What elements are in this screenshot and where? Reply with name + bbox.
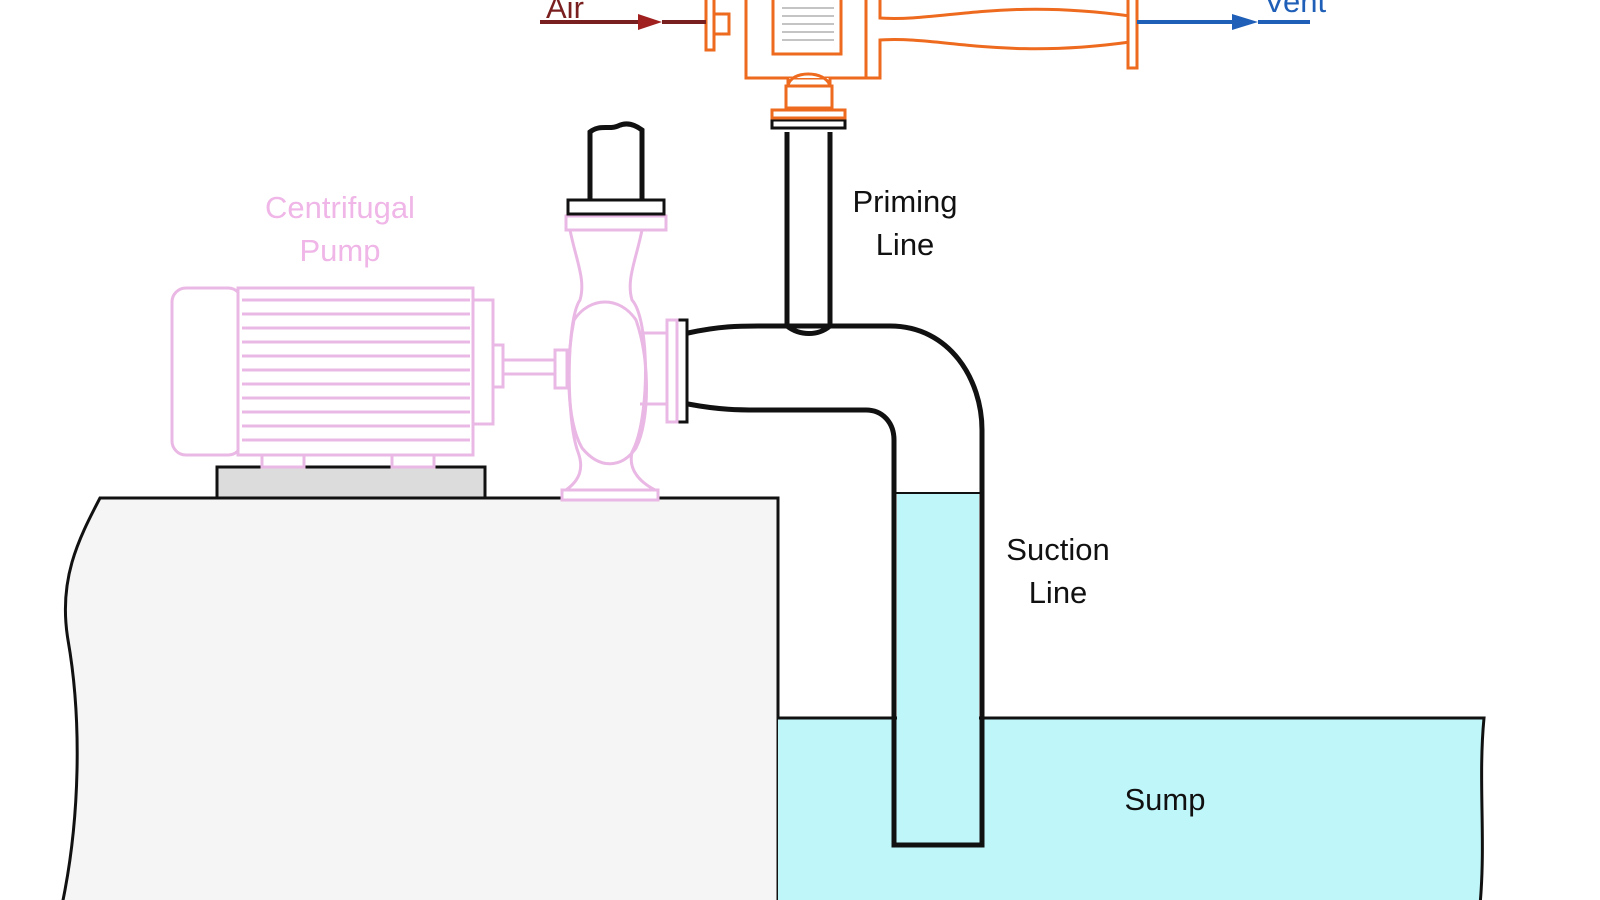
- pump-volute: [560, 214, 679, 502]
- discharge-pipe: [587, 121, 645, 200]
- air-arrow: [540, 14, 706, 30]
- suction-pipe: [687, 323, 985, 848]
- air-label: Air: [546, 0, 584, 25]
- gauge-icon: [782, 7, 834, 41]
- priming-flange-bottom: [770, 118, 847, 130]
- suction-pipe-water: [897, 493, 979, 845]
- centrifugal-pump-label-line2: Pump: [300, 233, 381, 268]
- pump-base-plate: [215, 465, 487, 500]
- concrete-foundation: [61, 496, 780, 900]
- priming-line-label-line2: Line: [876, 227, 935, 262]
- sump-water-surface: [778, 716, 1486, 900]
- priming-flange-top: [770, 108, 847, 120]
- suction-line-label-line2: Line: [1029, 575, 1088, 610]
- ejector: [704, 0, 1139, 110]
- motor: [170, 286, 569, 469]
- sump-label: Sump: [1125, 782, 1206, 817]
- vent-arrow: [1137, 14, 1310, 30]
- priming-pipe: [784, 132, 833, 336]
- discharge-flange: [566, 198, 666, 216]
- suction-line-label-line1: Suction: [1006, 532, 1109, 567]
- vent-label: Vent: [1264, 0, 1326, 19]
- centrifugal-pump-label-line1: Centrifugal: [265, 190, 415, 225]
- priming-line-label-line1: Priming: [852, 184, 957, 219]
